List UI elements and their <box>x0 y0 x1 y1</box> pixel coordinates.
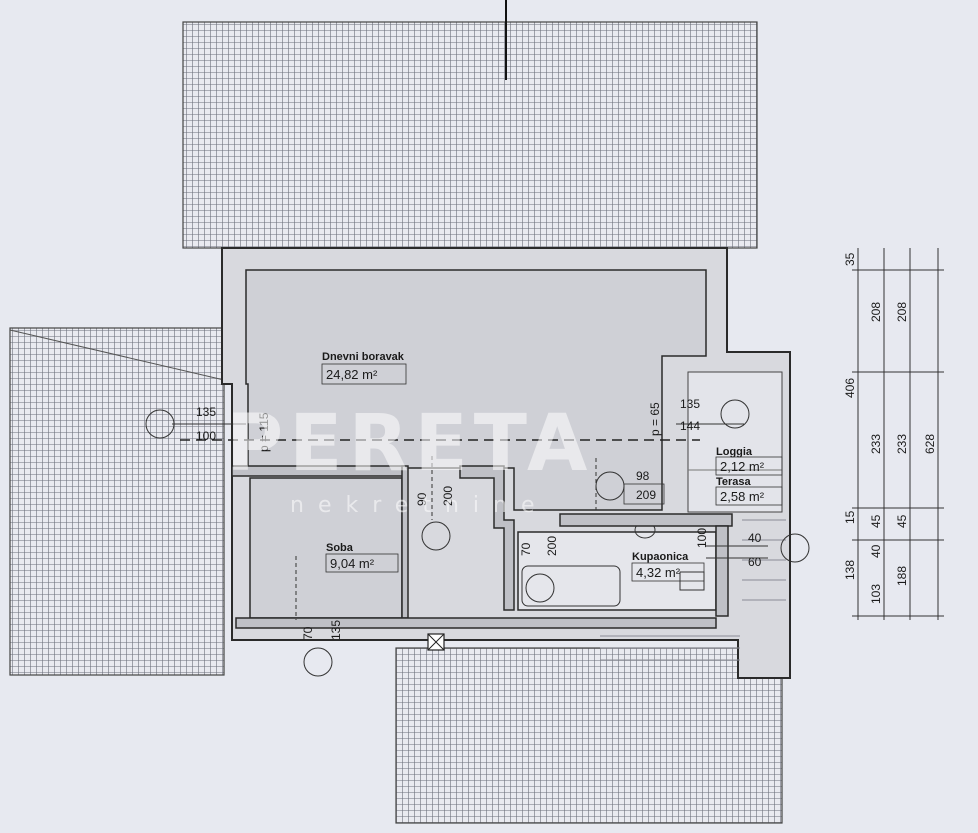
side-dimension-lines <box>852 248 944 620</box>
dim-209-box <box>623 483 665 505</box>
side-dim-406: 406 <box>843 378 857 398</box>
side-dim-208-a: 208 <box>869 302 883 322</box>
terrace-area-box <box>715 486 783 506</box>
dimension-ticks <box>172 423 768 620</box>
side-dim-35-top: 35 <box>843 252 857 266</box>
dim-70-mid: 70 <box>519 542 533 556</box>
terrace-area: 2,58 m² <box>720 489 765 504</box>
side-dim-45-b: 45 <box>895 514 909 528</box>
dim-135-bed: 135 <box>329 620 343 640</box>
living-room <box>245 269 707 511</box>
dim-p65: p = 65 <box>648 402 662 436</box>
dim-209: 209 <box>636 488 656 502</box>
dim-200-b: 200 <box>545 536 559 556</box>
loggia-area-box <box>715 456 783 476</box>
living-room-area: 24,82 m² <box>326 367 378 382</box>
living-room-area-box <box>321 363 407 385</box>
bathtub <box>521 565 621 607</box>
bedroom-area-box <box>325 553 399 573</box>
side-dim-233-a: 233 <box>869 434 883 454</box>
bathroom-name: Kupaonica <box>632 551 689 563</box>
loggia-name: Loggia <box>716 446 753 458</box>
dim-135-right: 135 <box>680 397 700 411</box>
dim-98: 98 <box>636 469 650 483</box>
bedroom-area: 9,04 m² <box>330 556 375 571</box>
bathroom-area: 4,32 m² <box>636 565 681 580</box>
roof-diagonal <box>9 329 225 381</box>
terrace-stairs <box>600 519 786 661</box>
dim-100-left: 100 <box>196 429 216 443</box>
loggia <box>687 371 783 513</box>
bathroom-area-box <box>631 562 705 582</box>
dim-135-left: 135 <box>196 405 216 419</box>
dim-144: 144 <box>680 419 700 433</box>
roof-bottom <box>395 647 783 824</box>
side-dim-45-a: 45 <box>869 514 883 528</box>
interior-walls <box>231 465 733 629</box>
watermark-subtitle: nekretnine <box>290 493 548 518</box>
chimney-cross <box>427 633 445 651</box>
dim-40: 40 <box>748 531 762 545</box>
bedroom-name: Soba <box>326 542 354 554</box>
dim-p115: p = 115 <box>257 412 271 452</box>
side-dim-188: 188 <box>895 566 909 586</box>
terrace-name: Terasa <box>716 476 752 488</box>
side-dim-628: 628 <box>923 434 937 454</box>
side-dim-103: 103 <box>869 584 883 604</box>
loggia-area: 2,12 m² <box>720 459 765 474</box>
dim-70-bed: 70 <box>301 626 315 640</box>
roof-left <box>9 327 225 676</box>
dim-60: 60 <box>748 555 762 569</box>
dim-100-bath: 100 <box>695 528 709 548</box>
side-dim-208-b: 208 <box>895 302 909 322</box>
dim-200-a: 200 <box>441 486 455 506</box>
side-dim-15: 15 <box>843 510 857 524</box>
side-dim-138: 138 <box>843 560 857 580</box>
roof-top <box>182 21 758 249</box>
side-dim-233-b: 233 <box>895 434 909 454</box>
dim-90: 90 <box>415 492 429 506</box>
living-room-name: Dnevni boravak <box>322 351 405 363</box>
side-dim-40: 40 <box>869 544 883 558</box>
watermark-logo: PERETA <box>226 399 593 489</box>
